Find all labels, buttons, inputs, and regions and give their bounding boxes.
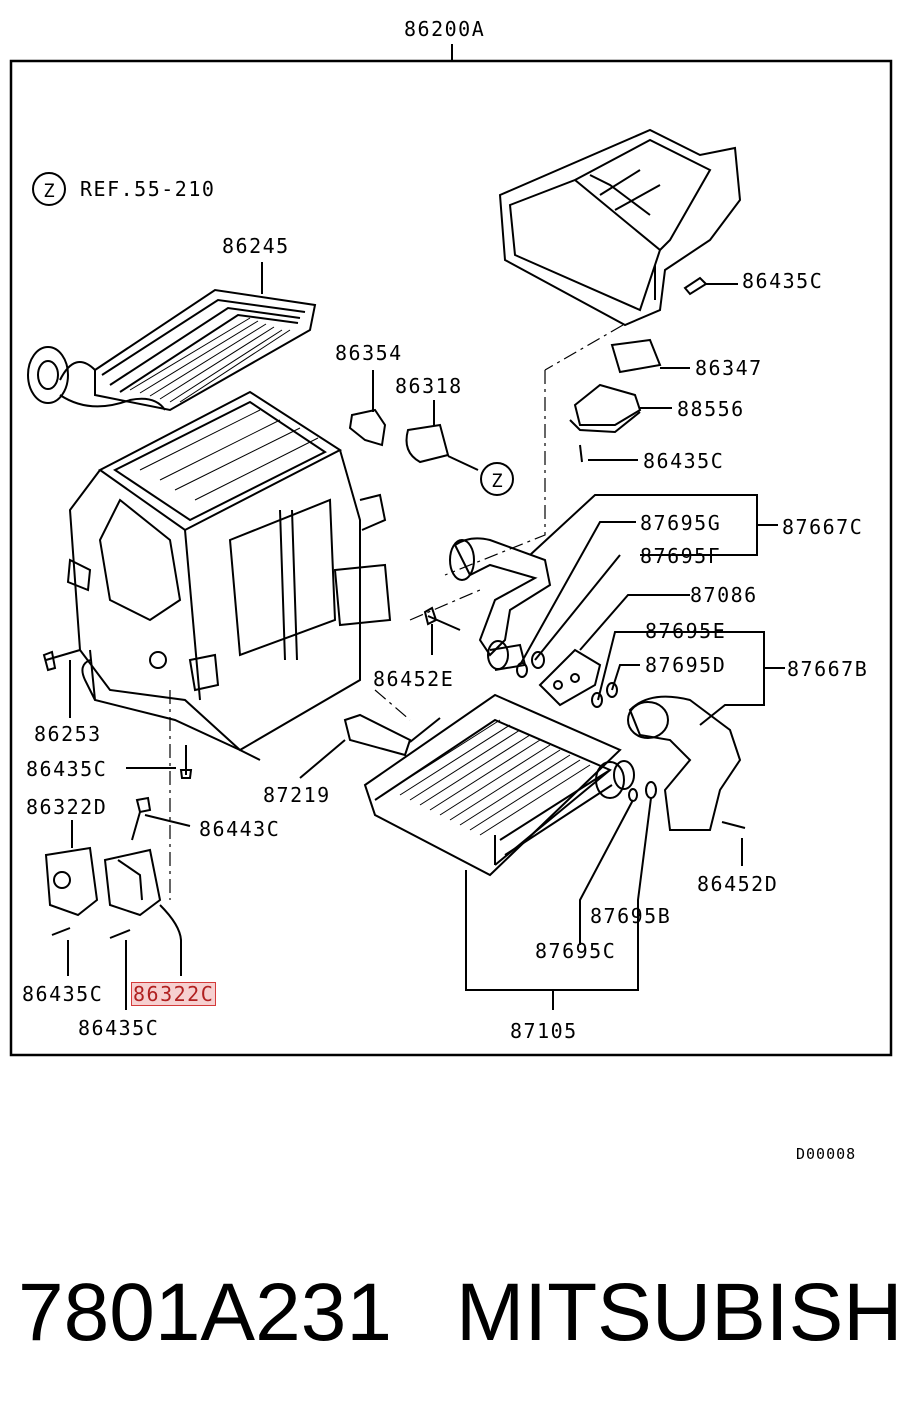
reference-label: REF.55-210 bbox=[80, 177, 216, 201]
part-label-87695f[interactable]: 87695F bbox=[640, 544, 722, 568]
footer-part-number: 7801A231 bbox=[18, 1267, 392, 1358]
assembly-number-label: 86200A bbox=[404, 17, 486, 41]
part-label-86347[interactable]: 86347 bbox=[695, 356, 763, 380]
part-label-87667c[interactable]: 87667C bbox=[782, 515, 864, 539]
part-label-86443c[interactable]: 86443C bbox=[199, 817, 281, 841]
part-label-86318[interactable]: 86318 bbox=[395, 374, 463, 398]
part-label-88556[interactable]: 88556 bbox=[677, 397, 745, 421]
part-label-86435c-bottom-left[interactable]: 86435C bbox=[22, 982, 104, 1006]
evaporator-drawing bbox=[363, 693, 635, 877]
part-label-87695c[interactable]: 87695C bbox=[535, 939, 617, 963]
drawing-code: D00008 bbox=[796, 1145, 857, 1163]
part-label-86322d[interactable]: 86322D bbox=[26, 795, 108, 819]
blower-duct-drawing bbox=[498, 128, 742, 327]
part-label-86253[interactable]: 86253 bbox=[34, 722, 102, 746]
part-label-87695d[interactable]: 87695D bbox=[645, 653, 727, 677]
part-label-86435c-left[interactable]: 86435C bbox=[26, 757, 108, 781]
marker-z: Z bbox=[480, 462, 514, 496]
part-label-86452e[interactable]: 86452E bbox=[373, 667, 455, 691]
part-label-87695g[interactable]: 87695G bbox=[640, 511, 722, 535]
part-label-87219[interactable]: 87219 bbox=[263, 783, 331, 807]
part-label-86452d[interactable]: 86452D bbox=[697, 872, 779, 896]
part-label-86435c-top[interactable]: 86435C bbox=[742, 269, 824, 293]
part-label-87667b[interactable]: 87667B bbox=[787, 657, 869, 681]
part-label-86245[interactable]: 86245 bbox=[222, 234, 290, 258]
part-label-87695b[interactable]: 87695B bbox=[590, 904, 672, 928]
heater-unit-drawing bbox=[66, 390, 392, 761]
part-label-86354[interactable]: 86354 bbox=[335, 341, 403, 365]
part-label-86435c-mid[interactable]: 86435C bbox=[643, 449, 725, 473]
part-label-86435c-bottom[interactable]: 86435C bbox=[78, 1016, 160, 1040]
part-label-86322c-highlighted[interactable]: 86322C bbox=[131, 982, 217, 1006]
heater-core-drawing bbox=[27, 262, 317, 412]
part-label-87695e[interactable]: 87695E bbox=[645, 619, 727, 643]
footer-brand: MITSUBISHI bbox=[456, 1267, 909, 1358]
part-label-87105[interactable]: 87105 bbox=[510, 1019, 578, 1043]
ref-marker-z: Z bbox=[32, 172, 66, 206]
parts-diagram bbox=[9, 44, 893, 1057]
part-label-87086[interactable]: 87086 bbox=[690, 583, 758, 607]
